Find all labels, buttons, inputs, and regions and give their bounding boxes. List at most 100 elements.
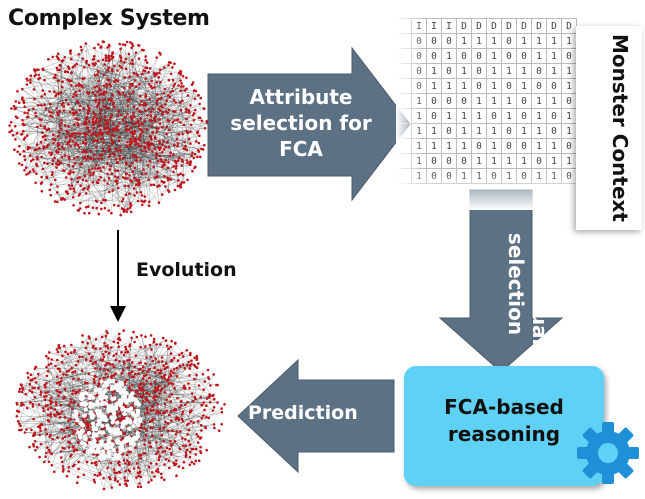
network-highlight: [96, 413, 102, 419]
network-edge: [32, 59, 104, 170]
network-node: [95, 131, 98, 135]
network-node: [163, 373, 167, 377]
network-node: [35, 143, 39, 146]
network-node: [154, 386, 157, 390]
network-node: [149, 110, 153, 113]
network-node: [144, 95, 147, 98]
matrix-cell: 0: [546, 123, 562, 139]
network-node: [137, 57, 141, 60]
matrix-cell: 0: [456, 153, 472, 169]
network-edge: [46, 390, 88, 454]
network-node: [141, 388, 144, 392]
network-node: [116, 69, 119, 72]
network-node: [163, 463, 166, 466]
network-edge: [167, 380, 186, 406]
network-node: [181, 75, 185, 78]
network-node: [59, 428, 63, 431]
network-node: [70, 134, 74, 138]
network-edge: [80, 127, 117, 186]
network-node: [31, 403, 35, 406]
network-node: [143, 427, 146, 430]
network-node: [118, 338, 122, 342]
network-node: [67, 184, 71, 187]
network-node: [60, 155, 64, 159]
network-node: [160, 193, 164, 196]
network-node: [47, 127, 51, 131]
network-node: [47, 57, 50, 61]
network-node: [48, 110, 51, 113]
network-edge: [69, 95, 113, 159]
network-node: [107, 66, 111, 69]
network-node: [71, 95, 75, 99]
matrix-cell: 0: [471, 138, 487, 154]
network-node: [145, 428, 148, 432]
network-node: [158, 154, 161, 158]
network-node: [106, 375, 110, 378]
network-node: [152, 116, 156, 120]
network-edge: [72, 108, 154, 110]
network-node: [96, 134, 99, 137]
matrix-header-cell: D: [471, 18, 487, 34]
network-edge: [80, 165, 177, 204]
network-node: [91, 180, 95, 184]
network-node: [104, 59, 108, 62]
network-node: [105, 91, 108, 94]
network-highlight: [122, 411, 127, 417]
network-node: [56, 358, 59, 362]
network-edge: [71, 72, 148, 116]
network-node: [72, 157, 76, 160]
network-node: [94, 146, 98, 149]
network-node: [104, 54, 108, 57]
network-node: [111, 140, 114, 144]
network-node: [85, 117, 88, 121]
network-highlight: [110, 442, 115, 447]
network-highlight: [102, 383, 107, 389]
network-node: [152, 390, 156, 394]
network-node: [47, 363, 50, 367]
network-node: [160, 360, 164, 363]
network-node: [158, 142, 161, 145]
network-node: [131, 84, 134, 87]
network-node: [144, 362, 147, 365]
network-node: [133, 194, 136, 197]
network-node: [143, 452, 147, 455]
network-node: [23, 123, 26, 127]
network-node: [180, 164, 184, 167]
network-edge: [148, 374, 214, 483]
network-node: [172, 170, 175, 174]
network-node: [170, 419, 173, 423]
network-node: [177, 133, 181, 136]
network-node: [187, 439, 191, 443]
network-node: [55, 403, 58, 407]
matrix-cell: 0: [501, 138, 517, 154]
network-node: [132, 467, 136, 470]
network-node: [74, 90, 77, 94]
network-node: [190, 83, 194, 86]
network-node: [182, 444, 185, 448]
network-node: [72, 170, 75, 174]
network-edge: [149, 166, 196, 203]
network-highlight: [113, 383, 119, 389]
network-node: [86, 426, 90, 430]
network-node: [135, 159, 138, 162]
network-node: [16, 420, 20, 423]
network-node: [75, 422, 78, 425]
network-node: [171, 78, 175, 82]
network-node: [67, 125, 70, 128]
network-edge: [16, 377, 29, 417]
network-node: [102, 477, 105, 480]
matrix-cell: 0: [426, 33, 442, 49]
network-node: [18, 153, 22, 156]
network-node: [29, 159, 33, 163]
network-node: [144, 93, 148, 96]
network-node: [96, 157, 100, 160]
network-node: [33, 386, 36, 390]
network-node: [120, 59, 123, 63]
network-node: [92, 55, 96, 58]
network-node: [194, 447, 198, 451]
network-edge: [59, 65, 63, 105]
network-node: [164, 458, 168, 461]
network-highlight: [120, 421, 126, 426]
network-edge: [123, 100, 183, 199]
